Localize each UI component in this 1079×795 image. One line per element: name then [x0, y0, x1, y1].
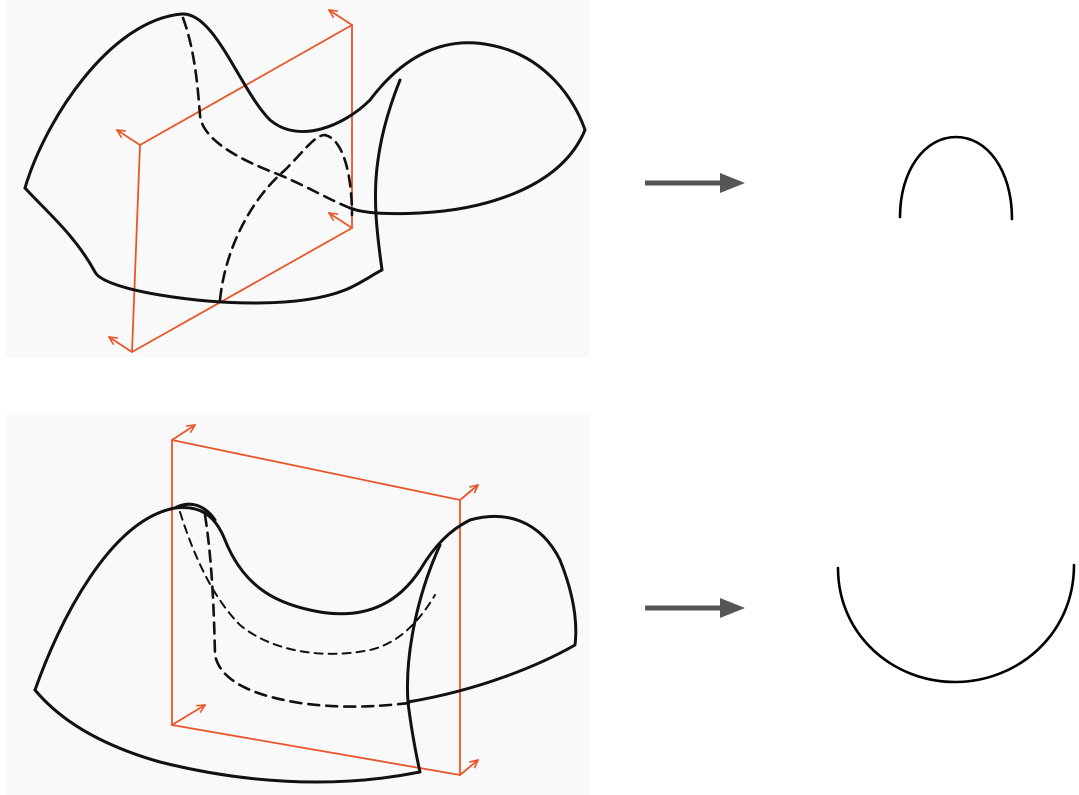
bottom-section-curve [836, 563, 1076, 684]
top-arrow [645, 173, 745, 193]
top-surface-outline [23, 12, 587, 305]
top-section-curve [898, 135, 1014, 221]
top-surface-panel [5, 0, 590, 357]
bottom-surface-outline [33, 502, 578, 784]
bottom-arrow [645, 598, 745, 618]
top-section-dashed [181, 16, 354, 302]
bottom-saddle-figure [33, 425, 578, 784]
top-saddle-figure [23, 10, 587, 353]
bottom-cutting-plane [171, 425, 478, 776]
bottom-surface-panel [5, 415, 590, 795]
top-cutting-plane [109, 10, 353, 353]
bottom-section-dashed [179, 511, 436, 708]
